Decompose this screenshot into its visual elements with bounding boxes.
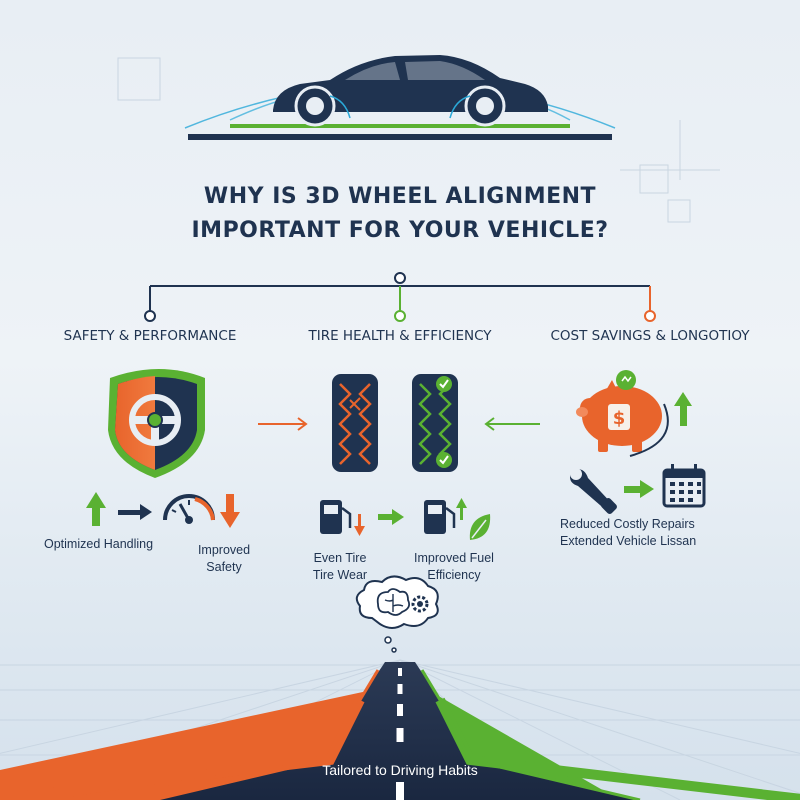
road xyxy=(0,662,800,800)
main-title-line-2: IMPORTANT FOR YOUR VEHICLE? xyxy=(191,218,609,243)
fuel-pump-icon xyxy=(320,500,365,536)
leaf-icon xyxy=(469,514,491,540)
label-safety: Safety xyxy=(206,560,242,574)
up-green-arrow-savings-icon xyxy=(629,392,692,457)
road-caption: Tailored to Driving Habits xyxy=(322,762,478,778)
label-optimized-handling: Optimized Handling xyxy=(44,537,154,551)
section-title-safety: SAFETY & PERFORMANCE xyxy=(63,328,237,344)
wrench-icon xyxy=(570,468,617,514)
piggy-bank-icon: $ xyxy=(576,370,662,452)
right-arrow-icon xyxy=(118,504,152,520)
label-extended-life: Extended Vehicle Lissan xyxy=(560,534,697,548)
worn-tire-icon xyxy=(332,374,378,472)
label-improved: Improved xyxy=(197,543,251,557)
green-arrow-fuel xyxy=(378,509,404,525)
gear-icon xyxy=(411,595,429,613)
label-reduced-repairs: Reduced Costly Repairs xyxy=(560,517,695,531)
section-title-tire-health: TIRE HEALTH & EFFICIENCY xyxy=(308,328,492,344)
healthy-tire-icon xyxy=(412,374,458,472)
branch-connectors xyxy=(144,272,656,322)
label-tire-wear: Tire Wear xyxy=(312,568,368,582)
brain-thought-bubble-icon xyxy=(355,575,439,653)
up-arrow-icon xyxy=(86,492,106,526)
label-efficiency: Efficiency xyxy=(427,568,481,582)
main-title-line-1: WHY IS 3D WHEEL ALIGNMENT xyxy=(203,184,597,209)
label-even-tire: Even Tire xyxy=(313,551,367,565)
speedometer-icon xyxy=(163,494,215,524)
decorative-grid-squares xyxy=(117,57,720,223)
svg-text:$: $ xyxy=(613,408,626,429)
green-arrow-from-savings xyxy=(484,417,540,431)
shield-steering-wheel-icon xyxy=(108,369,205,478)
fuel-pump-icon-improved xyxy=(424,498,467,534)
calendar-icon xyxy=(662,464,706,508)
car-on-platform-icon xyxy=(184,55,616,140)
down-arrow-icon xyxy=(220,494,240,528)
label-improved-fuel: Improved Fuel xyxy=(414,551,494,565)
section-title-cost-savings: COST SAVINGS & LONGOTIOY xyxy=(550,328,750,344)
green-arrow-repairs xyxy=(624,480,654,498)
orange-arrow-to-tires xyxy=(258,417,308,431)
